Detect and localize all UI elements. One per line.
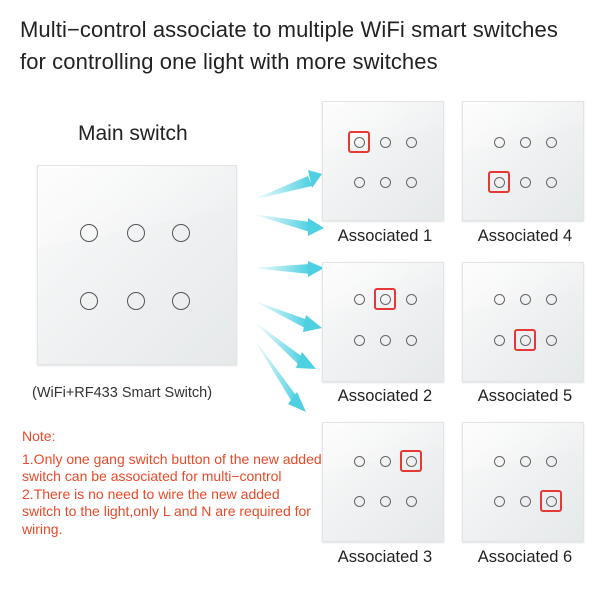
main-switch-panel	[37, 165, 237, 365]
signal-arrow-icon	[252, 300, 322, 332]
assoc6-button-6[interactable]	[546, 496, 557, 507]
assoc2-button-2[interactable]	[380, 294, 391, 305]
highlight-box	[488, 171, 510, 193]
signal-arrow-icon	[252, 336, 306, 412]
associated-panel-2	[322, 262, 444, 382]
note-item-2: 2.There is no need to wire the new added…	[22, 485, 311, 537]
note-block: Note: 1.Only one gang switch button of t…	[22, 428, 322, 538]
assoc4-button-2[interactable]	[520, 137, 531, 148]
assoc1-button-2[interactable]	[380, 137, 391, 148]
main-button-3[interactable]	[172, 224, 190, 242]
assoc3-button-4[interactable]	[354, 496, 365, 507]
signal-arrow-icon	[252, 261, 324, 277]
page-title: Multi−control associate to multiple WiFi…	[20, 14, 590, 78]
assoc3-button-6[interactable]	[406, 496, 417, 507]
main-button-6[interactable]	[172, 292, 190, 310]
assoc5-button-6[interactable]	[546, 335, 557, 346]
associated-panel-5	[462, 262, 584, 382]
associated-panel-4	[462, 101, 584, 221]
assoc5-button-4[interactable]	[494, 335, 505, 346]
assoc1-button-5[interactable]	[380, 177, 391, 188]
highlight-box	[514, 329, 536, 351]
assoc1-button-6[interactable]	[406, 177, 417, 188]
main-button-1[interactable]	[80, 224, 98, 242]
assoc5-button-2[interactable]	[520, 294, 531, 305]
associated-panel-3	[322, 422, 444, 542]
assoc6-button-4[interactable]	[494, 496, 505, 507]
main-button-2[interactable]	[127, 224, 145, 242]
assoc3-button-2[interactable]	[380, 456, 391, 467]
associated-panel-6	[462, 422, 584, 542]
main-switch-caption: (WiFi+RF433 Smart Switch)	[32, 385, 213, 401]
associated-label-4: Associated 4	[477, 227, 573, 245]
assoc2-button-3[interactable]	[406, 294, 417, 305]
associated-label-6: Associated 6	[477, 548, 573, 566]
highlight-box	[348, 131, 370, 153]
assoc4-button-1[interactable]	[494, 137, 505, 148]
signal-arrow-icon	[252, 320, 316, 369]
associated-label-3: Associated 3	[337, 548, 433, 566]
assoc4-button-4[interactable]	[494, 177, 505, 188]
main-button-4[interactable]	[80, 292, 98, 310]
note-item-1: 1.Only one gang switch button of the new…	[22, 450, 322, 485]
signal-arrow-icon	[252, 214, 324, 236]
assoc1-button-3[interactable]	[406, 137, 417, 148]
assoc3-button-3[interactable]	[406, 456, 417, 467]
note-title: Note:	[22, 428, 56, 444]
assoc1-button-4[interactable]	[354, 177, 365, 188]
assoc2-button-5[interactable]	[380, 335, 391, 346]
assoc5-button-5[interactable]	[520, 335, 531, 346]
associated-label-2: Associated 2	[337, 387, 433, 405]
assoc4-button-3[interactable]	[546, 137, 557, 148]
assoc2-button-1[interactable]	[354, 294, 365, 305]
assoc6-button-3[interactable]	[546, 456, 557, 467]
highlight-box	[540, 490, 562, 512]
assoc3-button-1[interactable]	[354, 456, 365, 467]
highlight-box	[374, 288, 396, 310]
assoc4-button-6[interactable]	[546, 177, 557, 188]
assoc2-button-6[interactable]	[406, 335, 417, 346]
associated-label-1: Associated 1	[337, 227, 433, 245]
assoc6-button-5[interactable]	[520, 496, 531, 507]
assoc4-button-5[interactable]	[520, 177, 531, 188]
assoc5-button-3[interactable]	[546, 294, 557, 305]
assoc6-button-1[interactable]	[494, 456, 505, 467]
title-line-1: Multi−control associate to multiple WiFi…	[20, 17, 558, 42]
assoc2-button-4[interactable]	[354, 335, 365, 346]
assoc6-button-2[interactable]	[520, 456, 531, 467]
assoc3-button-5[interactable]	[380, 496, 391, 507]
main-switch-label: Main switch	[78, 122, 188, 145]
highlight-box	[400, 450, 422, 472]
signal-arrow-icon	[252, 170, 322, 200]
assoc5-button-1[interactable]	[494, 294, 505, 305]
assoc1-button-1[interactable]	[354, 137, 365, 148]
associated-label-5: Associated 5	[477, 387, 573, 405]
main-button-5[interactable]	[127, 292, 145, 310]
title-line-2: for controlling one light with more swit…	[20, 49, 438, 74]
associated-panel-1	[322, 101, 444, 221]
